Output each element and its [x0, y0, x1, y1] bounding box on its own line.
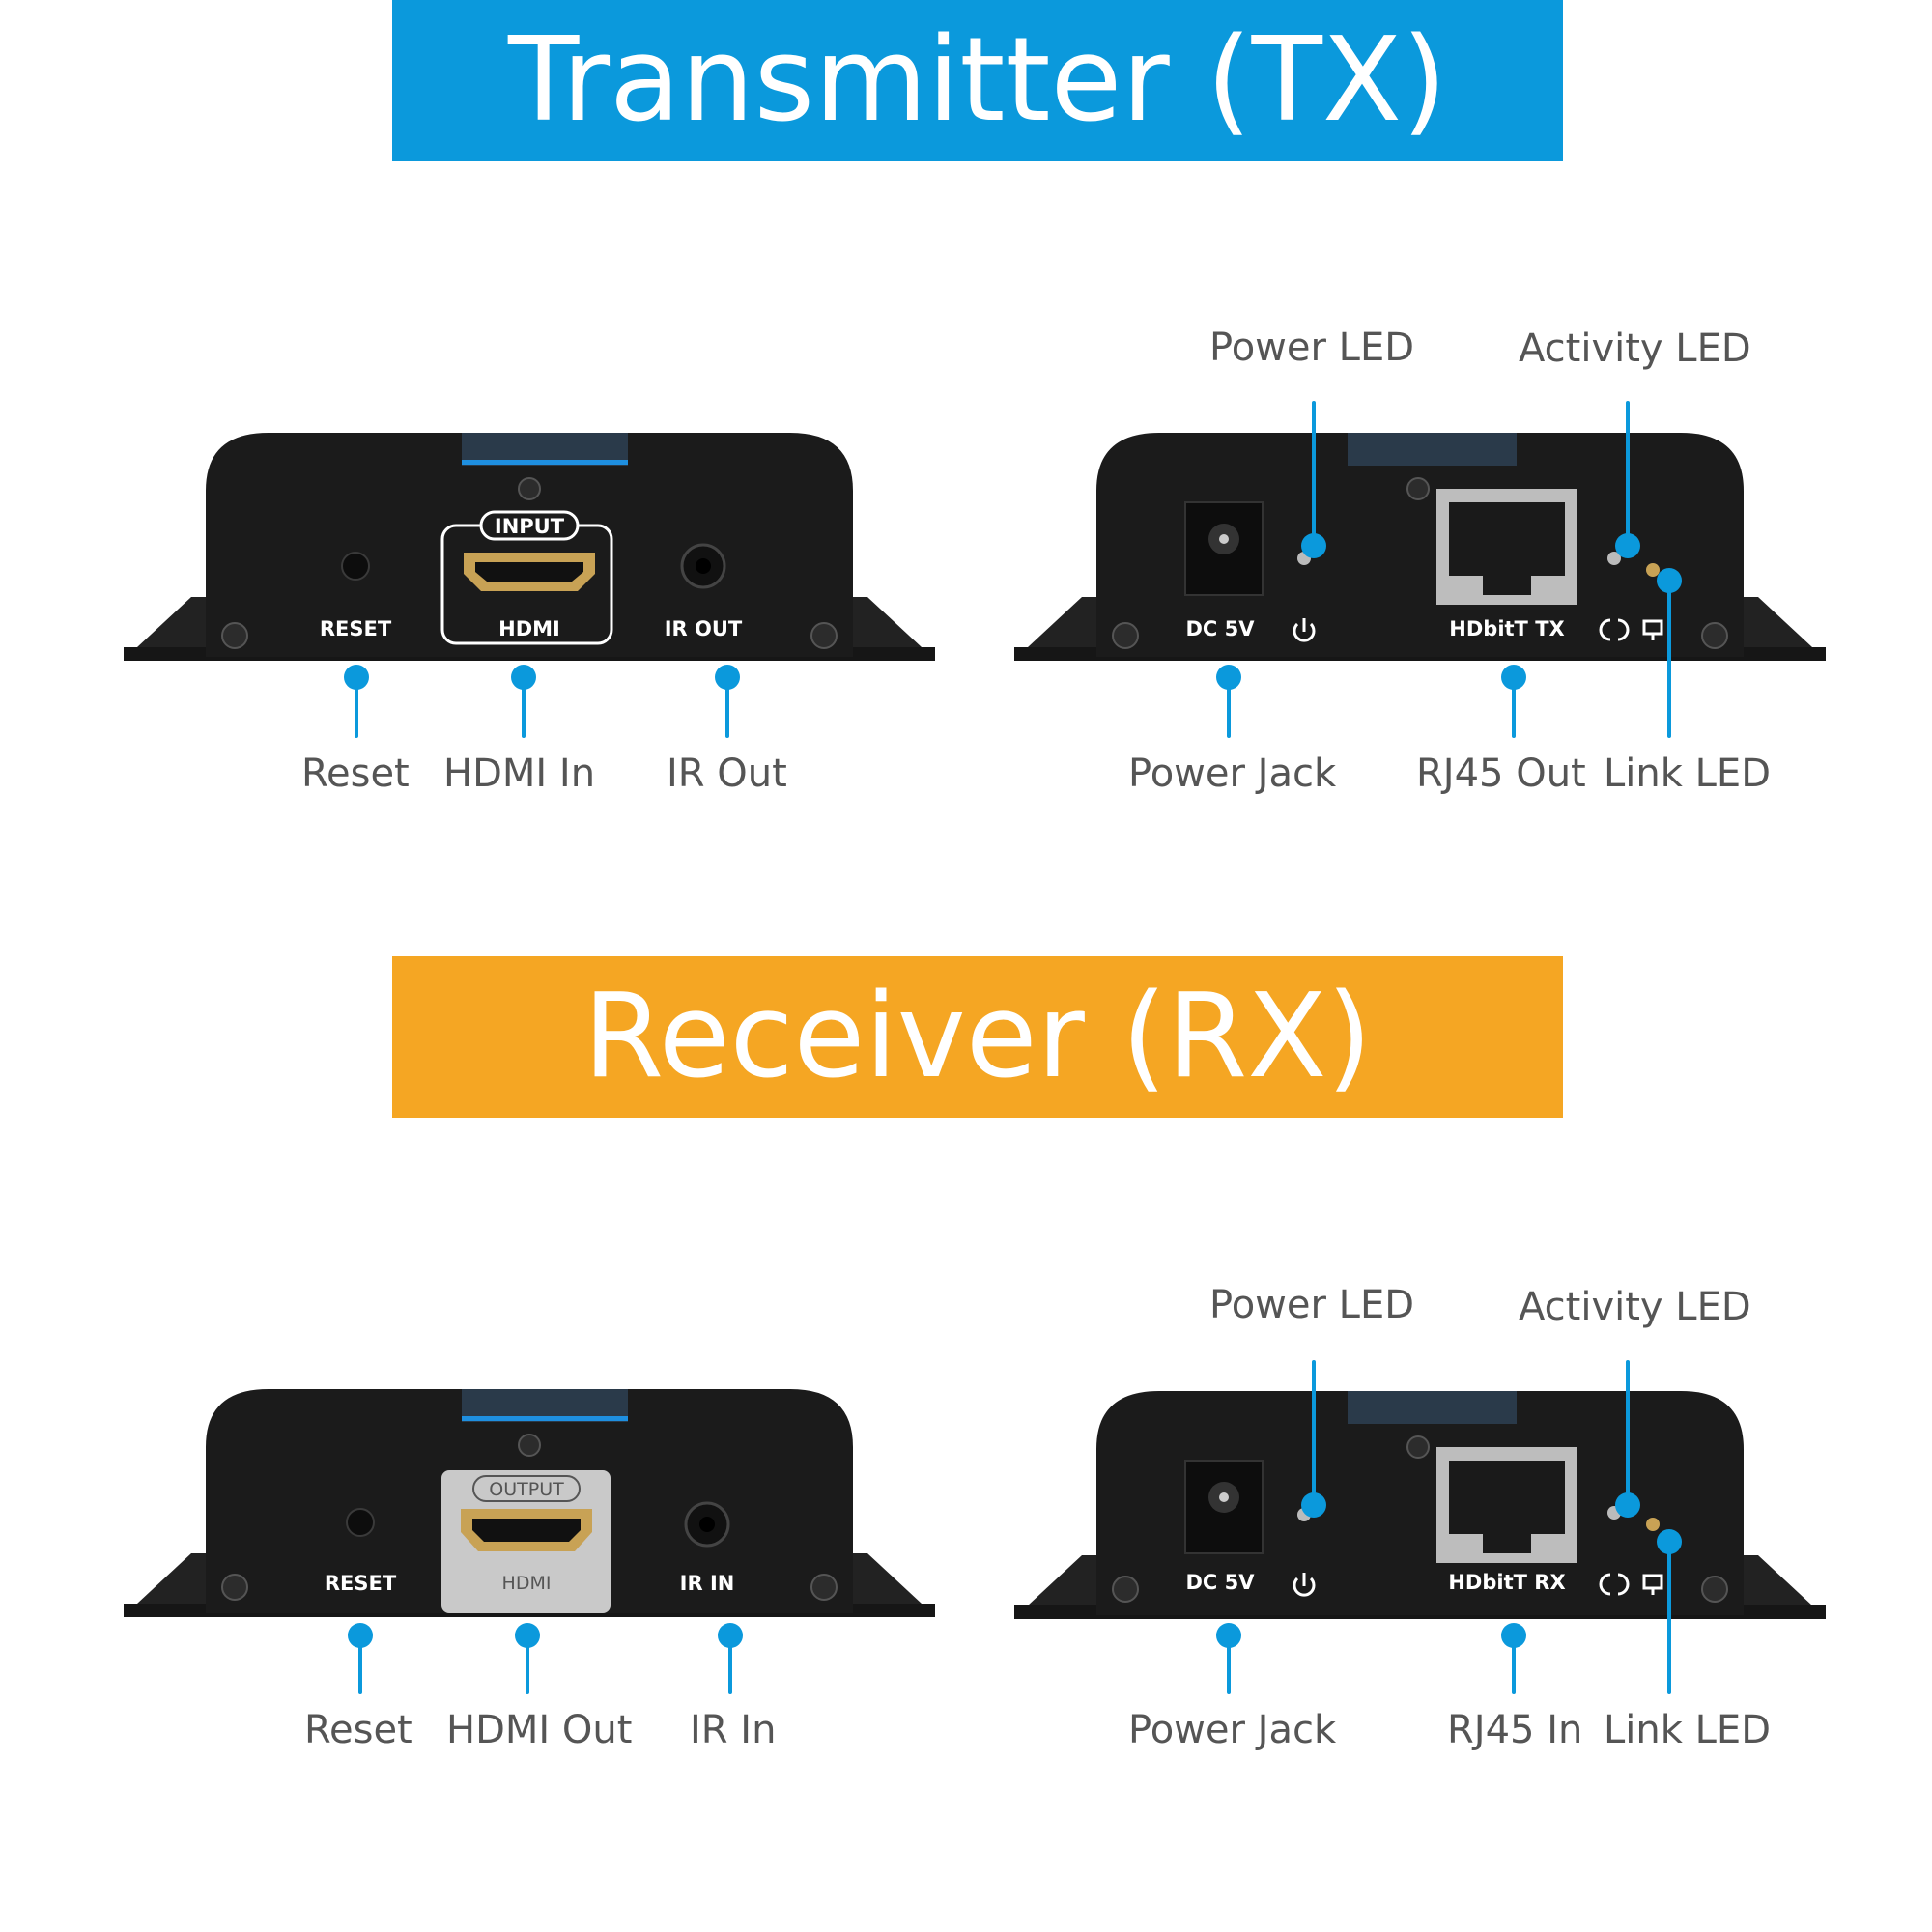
- activity-icon: [1599, 618, 1630, 641]
- rx-back-panel: DC 5V HDbitT RX: [1014, 1391, 1826, 1633]
- callout-dot: [515, 1623, 540, 1648]
- mount-flange-right: [848, 597, 935, 660]
- rx-callout-hdmi-out: HDMI Out: [446, 1708, 633, 1752]
- rx-callout-link-led: Link LED: [1604, 1708, 1771, 1752]
- callout-dot: [344, 665, 369, 690]
- callout-dot: [348, 1623, 373, 1648]
- callout-dot: [1501, 1623, 1526, 1648]
- leader-line: [728, 1631, 732, 1694]
- leader-line: [1626, 1360, 1630, 1505]
- callout-dot: [1615, 1492, 1640, 1518]
- rx-callout-power-led: Power LED: [1209, 1283, 1415, 1327]
- rx-callout-rj45-in: RJ45 In: [1447, 1708, 1583, 1752]
- leader-line: [1227, 1633, 1231, 1694]
- leader-line: [1227, 676, 1231, 738]
- rx-front-panel: RESET OUTPUT HDMI IR IN: [124, 1389, 935, 1631]
- rx-callout-power-jack: Power Jack: [1128, 1708, 1337, 1752]
- tx-front-panel: RESET INPUT HDMI IR OUT: [124, 433, 935, 674]
- tx-callout-power-jack: Power Jack: [1128, 752, 1337, 796]
- rx-front-hdmi-silk: HDMI: [502, 1573, 552, 1594]
- tx-back-rj45-silk: HDbitT TX: [1449, 617, 1564, 640]
- tx-front-ir-silk: IR OUT: [665, 617, 743, 640]
- reset-button: [341, 552, 370, 581]
- rx-back-rj45-silk: HDbitT RX: [1448, 1571, 1565, 1594]
- leader-line: [526, 1631, 529, 1694]
- tx-callout-hdmi-in: HDMI In: [443, 752, 596, 796]
- rx-front-ir-silk: IR IN: [680, 1572, 735, 1595]
- tx-callout-ir-out: IR Out: [667, 752, 787, 796]
- screw-icon: [810, 622, 838, 649]
- power-icon: [1293, 618, 1316, 642]
- leader-line: [1512, 676, 1516, 738]
- transmitter-banner: Transmitter (TX): [392, 0, 1563, 161]
- leader-line: [1512, 1633, 1516, 1694]
- leader-line: [355, 668, 358, 738]
- tx-back-dc-silk: DC 5V: [1185, 617, 1255, 640]
- tx-front-reset-silk: RESET: [320, 617, 392, 640]
- tx-front-hdmi-silk: HDMI: [498, 617, 560, 640]
- leader-line: [522, 668, 526, 738]
- tx-front-hdmi-badge: INPUT: [495, 515, 565, 538]
- tx-callout-power-led: Power LED: [1209, 326, 1415, 370]
- link-icon: [1642, 1574, 1663, 1595]
- tx-callout-activity-led: Activity LED: [1519, 327, 1751, 371]
- callout-dot: [1301, 533, 1326, 558]
- callout-dot: [718, 1623, 743, 1648]
- leader-line: [358, 1631, 362, 1694]
- rx-callout-reset: Reset: [304, 1708, 412, 1752]
- callout-dot: [1657, 568, 1682, 593]
- callout-dot: [715, 665, 740, 690]
- tx-callout-rj45-out: RJ45 Out: [1416, 752, 1586, 796]
- callout-dot: [1615, 533, 1640, 558]
- mount-flange-left: [124, 597, 211, 660]
- rx-callout-activity-led: Activity LED: [1519, 1285, 1751, 1329]
- reset-button: [346, 1508, 375, 1537]
- receiver-title: Receiver (RX): [582, 970, 1373, 1104]
- leader-line: [1667, 580, 1671, 738]
- leader-line: [1667, 1541, 1671, 1694]
- callout-dot: [1301, 1492, 1326, 1518]
- leader-line: [1626, 401, 1630, 546]
- rx-back-dc-silk: DC 5V: [1185, 1571, 1255, 1594]
- power-icon: [1293, 1573, 1316, 1597]
- link-led: [1646, 563, 1660, 577]
- tx-callout-reset: Reset: [301, 752, 410, 796]
- transmitter-title: Transmitter (TX): [508, 14, 1447, 148]
- leader-line: [1312, 401, 1316, 546]
- rx-callout-ir-in: IR In: [690, 1708, 777, 1752]
- callout-dot: [1216, 1623, 1241, 1648]
- activity-icon: [1599, 1573, 1630, 1596]
- screw-icon: [221, 622, 248, 649]
- activity-led: [1607, 552, 1621, 565]
- tx-back-panel: DC 5V HDbitT TX: [1014, 433, 1826, 674]
- callout-dot: [1216, 665, 1241, 690]
- rx-front-hdmi-badge: OUTPUT: [489, 1479, 564, 1500]
- callout-dot: [511, 665, 536, 690]
- leader-line: [1312, 1360, 1316, 1505]
- callout-dot: [1501, 665, 1526, 690]
- link-led: [1646, 1518, 1660, 1531]
- rx-front-reset-silk: RESET: [325, 1572, 397, 1595]
- receiver-banner: Receiver (RX): [392, 956, 1563, 1118]
- callout-dot: [1657, 1529, 1682, 1554]
- tx-callout-link-led: Link LED: [1604, 752, 1771, 796]
- leader-line: [725, 668, 729, 738]
- link-icon: [1642, 619, 1663, 640]
